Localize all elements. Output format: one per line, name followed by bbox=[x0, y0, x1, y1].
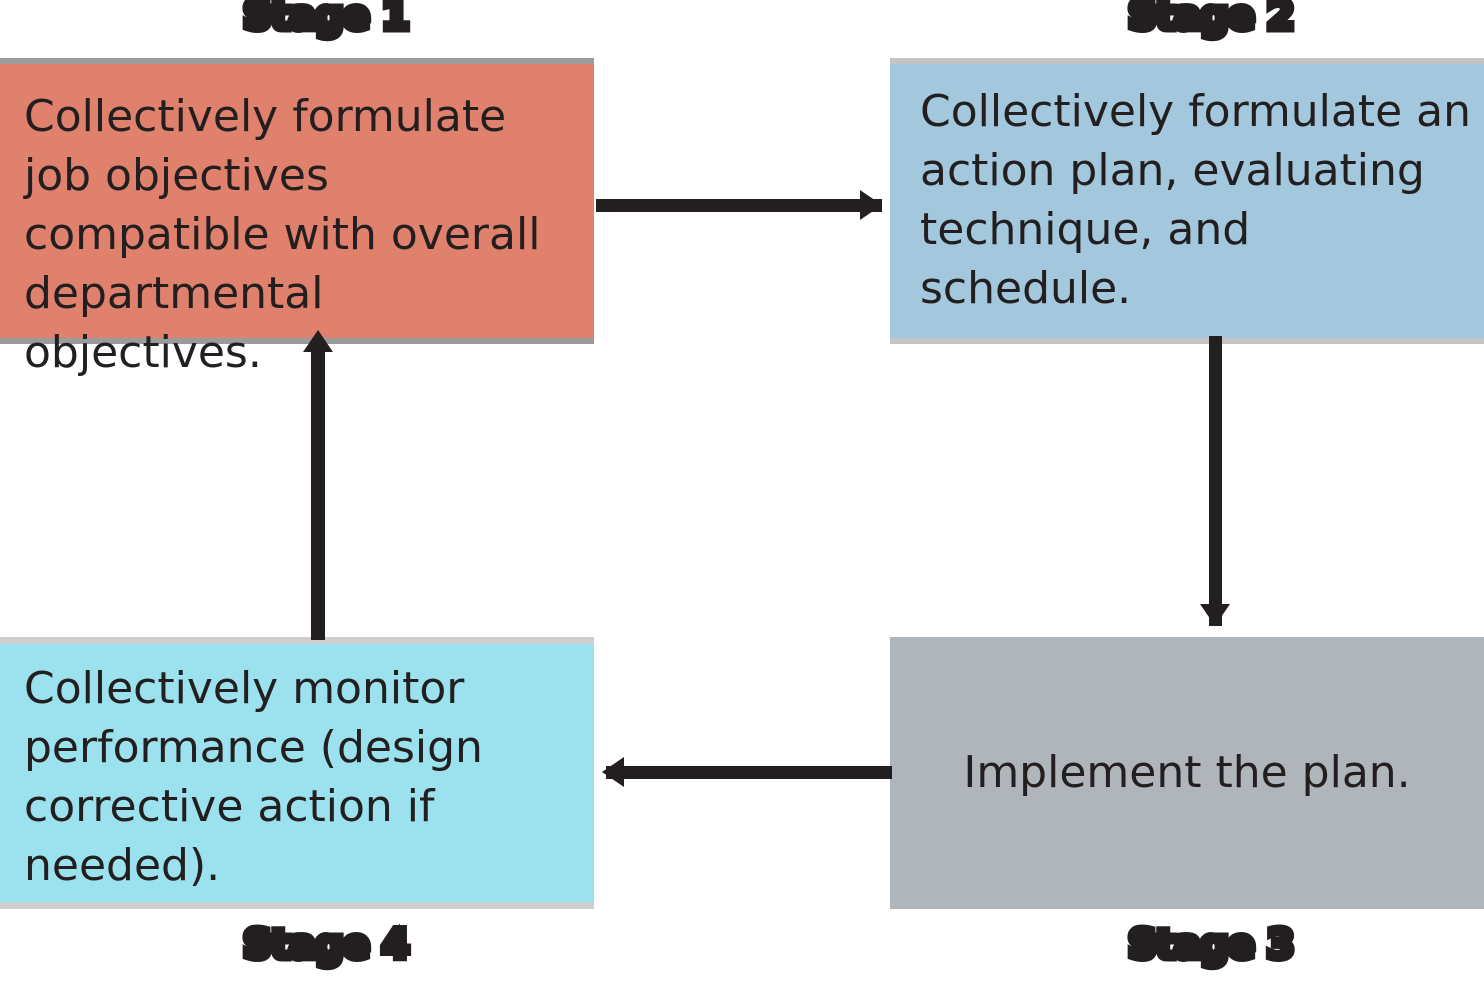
arrowhead-right-icon bbox=[860, 190, 882, 220]
flow-box-stage4-text: Collectively monitor performance (design… bbox=[24, 663, 483, 891]
arrowhead-up-icon bbox=[303, 330, 333, 352]
arrowhead-left-icon bbox=[602, 757, 624, 787]
arrowhead-down-icon bbox=[1200, 604, 1230, 626]
stage-label-stage3: Stage 3 bbox=[1124, 922, 1297, 969]
connector-stage4-to-stage1-line bbox=[311, 340, 325, 640]
flow-box-stage2-text: Collectively formulate an action plan, e… bbox=[920, 86, 1472, 314]
connector-stage2-to-stage3-line bbox=[1209, 336, 1222, 626]
flow-box-stage1[interactable]: Collectively formulate job objectives co… bbox=[0, 58, 594, 378]
connector-stage1-to-stage2-line bbox=[596, 199, 882, 212]
flow-box-stage3[interactable]: Implement the plan. bbox=[890, 637, 1484, 909]
flow-box-stage3-text: Implement the plan. bbox=[963, 746, 1411, 798]
stage-label-stage2: Stage 2 bbox=[1124, 0, 1297, 40]
connector-stage3-to-stage4-line bbox=[606, 766, 892, 779]
stage-label-stage4: Stage 4 bbox=[239, 922, 412, 969]
stage-label-stage1: Stage 1 bbox=[239, 0, 412, 40]
flow-box-stage2[interactable]: Collectively formulate an action plan, e… bbox=[890, 58, 1484, 344]
flow-box-stage4[interactable]: Collectively monitor performance (design… bbox=[0, 637, 594, 909]
flow-box-stage1-text: Collectively formulate job objectives co… bbox=[24, 91, 541, 378]
